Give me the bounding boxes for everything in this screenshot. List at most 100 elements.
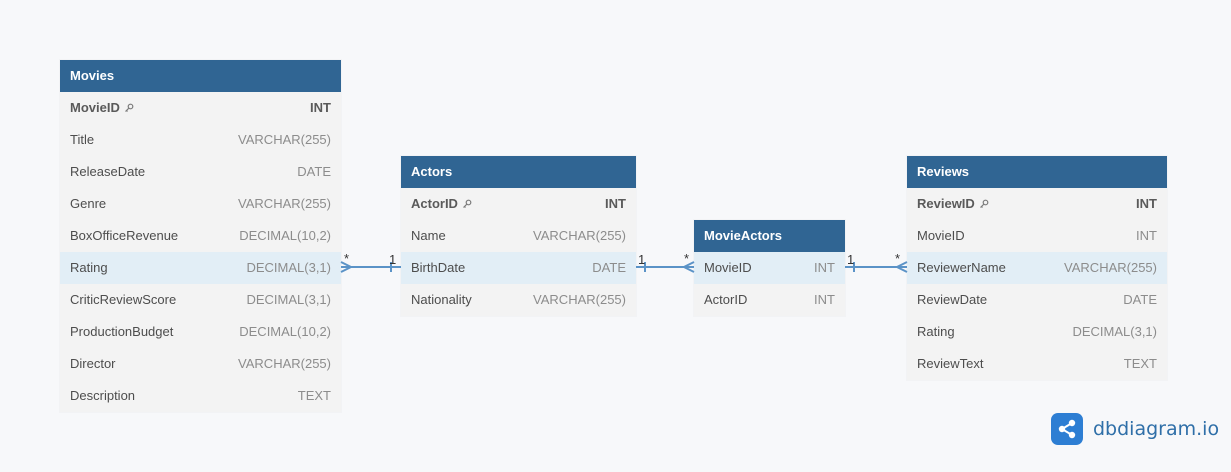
column-name-text: ReviewDate [917, 292, 988, 307]
column-name-text: Director [70, 356, 116, 371]
column-name: Rating [917, 316, 955, 348]
column-name-text: MovieID [917, 228, 965, 243]
edge-actors-movieactors[interactable]: 1 * [636, 251, 695, 273]
column-name-text: ReviewerName [917, 260, 1006, 275]
column-row[interactable]: ReviewDate DATE [907, 284, 1167, 316]
column-type: VARCHAR(255) [1064, 260, 1157, 275]
column-row[interactable]: ActorID INT [401, 188, 636, 220]
column-row[interactable]: Name VARCHAR(255) [401, 220, 636, 252]
column-name: ReviewerName [917, 252, 1006, 284]
column-row[interactable]: ProductionBudget DECIMAL(10,2) [60, 316, 341, 348]
key-icon [462, 189, 472, 221]
column-row[interactable]: MovieID INT [694, 252, 845, 284]
column-row[interactable]: ReleaseDate DATE [60, 156, 341, 188]
column-type: INT [814, 292, 835, 307]
table-header[interactable]: Reviews [907, 156, 1167, 188]
column-name: Rating [70, 252, 108, 284]
column-type: VARCHAR(255) [238, 356, 331, 371]
table-movieactors[interactable]: MovieActors MovieID INT ActorID INT [694, 220, 845, 316]
column-name: Title [70, 124, 94, 156]
column-row[interactable]: Rating DECIMAL(3,1) [60, 252, 341, 284]
column-row[interactable]: Rating DECIMAL(3,1) [907, 316, 1167, 348]
column-type: VARCHAR(255) [533, 228, 626, 243]
column-row[interactable]: Description TEXT [60, 380, 341, 412]
column-name: Genre [70, 188, 106, 220]
column-row[interactable]: Director VARCHAR(255) [60, 348, 341, 380]
cardinality-label: 1 [847, 252, 854, 267]
column-name: Description [70, 380, 135, 412]
column-row[interactable]: ReviewID INT [907, 188, 1167, 220]
column-row[interactable]: CriticReviewScore DECIMAL(3,1) [60, 284, 341, 316]
table-header[interactable]: MovieActors [694, 220, 845, 252]
column-name: MovieID [70, 92, 134, 124]
column-type: DATE [297, 164, 331, 179]
cardinality-label: 1 [389, 252, 396, 267]
column-name-text: Rating [70, 260, 108, 275]
column-name-text: ReviewID [917, 196, 975, 211]
column-name: Name [411, 220, 446, 252]
column-type: INT [1136, 196, 1157, 211]
table-header[interactable]: Actors [401, 156, 636, 188]
column-name: BirthDate [411, 252, 465, 284]
column-row[interactable]: Title VARCHAR(255) [60, 124, 341, 156]
column-name-text: ReleaseDate [70, 164, 146, 179]
column-name: ReviewID [917, 188, 989, 220]
table-header[interactable]: Movies [60, 60, 341, 92]
column-type: DATE [592, 260, 626, 275]
column-name: MovieID [917, 220, 965, 252]
column-row[interactable]: BirthDate DATE [401, 252, 636, 284]
column-type: VARCHAR(255) [533, 292, 626, 307]
column-row[interactable]: Nationality VARCHAR(255) [401, 284, 636, 316]
column-row[interactable]: ReviewerName VARCHAR(255) [907, 252, 1167, 284]
column-name: ActorID [704, 284, 747, 316]
column-type: INT [814, 260, 835, 275]
cardinality-label: * [684, 251, 689, 266]
column-type: DATE [1123, 292, 1157, 307]
column-type: DECIMAL(3,1) [246, 260, 331, 275]
column-name: Nationality [411, 284, 472, 316]
column-type: INT [605, 196, 626, 211]
column-type: DECIMAL(10,2) [239, 324, 331, 339]
column-name-text: Nationality [411, 292, 472, 307]
column-type: DECIMAL(3,1) [1072, 324, 1157, 339]
column-type: TEXT [297, 388, 331, 403]
column-name: BoxOfficeRevenue [70, 220, 178, 252]
column-name: ActorID [411, 188, 472, 220]
brand-logo[interactable]: dbdiagram.io [1051, 413, 1219, 445]
edge-movies-actors[interactable]: * 1 [340, 251, 401, 273]
column-name-text: Genre [70, 196, 107, 211]
column-name-text: Rating [917, 324, 955, 339]
column-name-text: MovieID [704, 260, 752, 275]
cardinality-label: * [895, 251, 900, 266]
column-type: VARCHAR(255) [238, 196, 331, 211]
cardinality-label: 1 [638, 252, 645, 267]
column-row[interactable]: BoxOfficeRevenue DECIMAL(10,2) [60, 220, 341, 252]
cardinality-label: * [344, 251, 349, 266]
column-type: DECIMAL(3,1) [246, 292, 331, 307]
key-icon [979, 189, 989, 221]
column-name: ReviewText [917, 348, 983, 380]
column-type: VARCHAR(255) [238, 132, 331, 147]
brand-name: dbdiagram.io [1093, 418, 1220, 440]
column-row[interactable]: Genre VARCHAR(255) [60, 188, 341, 220]
column-type: INT [310, 100, 331, 115]
column-row[interactable]: ActorID INT [694, 284, 845, 316]
column-row[interactable]: MovieID INT [60, 92, 341, 124]
column-name: CriticReviewScore [70, 284, 176, 316]
column-name-text: ProductionBudget [70, 324, 174, 339]
column-name-text: BirthDate [411, 260, 466, 275]
column-name-text: Name [411, 228, 446, 243]
edge-movieactors-reviews[interactable]: 1 * [845, 251, 908, 273]
column-name-text: Description [70, 388, 136, 403]
column-name-text: ActorID [704, 292, 748, 307]
column-name-text: ReviewText [917, 356, 984, 371]
column-type: DECIMAL(10,2) [239, 228, 331, 243]
column-name: ReleaseDate [70, 156, 145, 188]
